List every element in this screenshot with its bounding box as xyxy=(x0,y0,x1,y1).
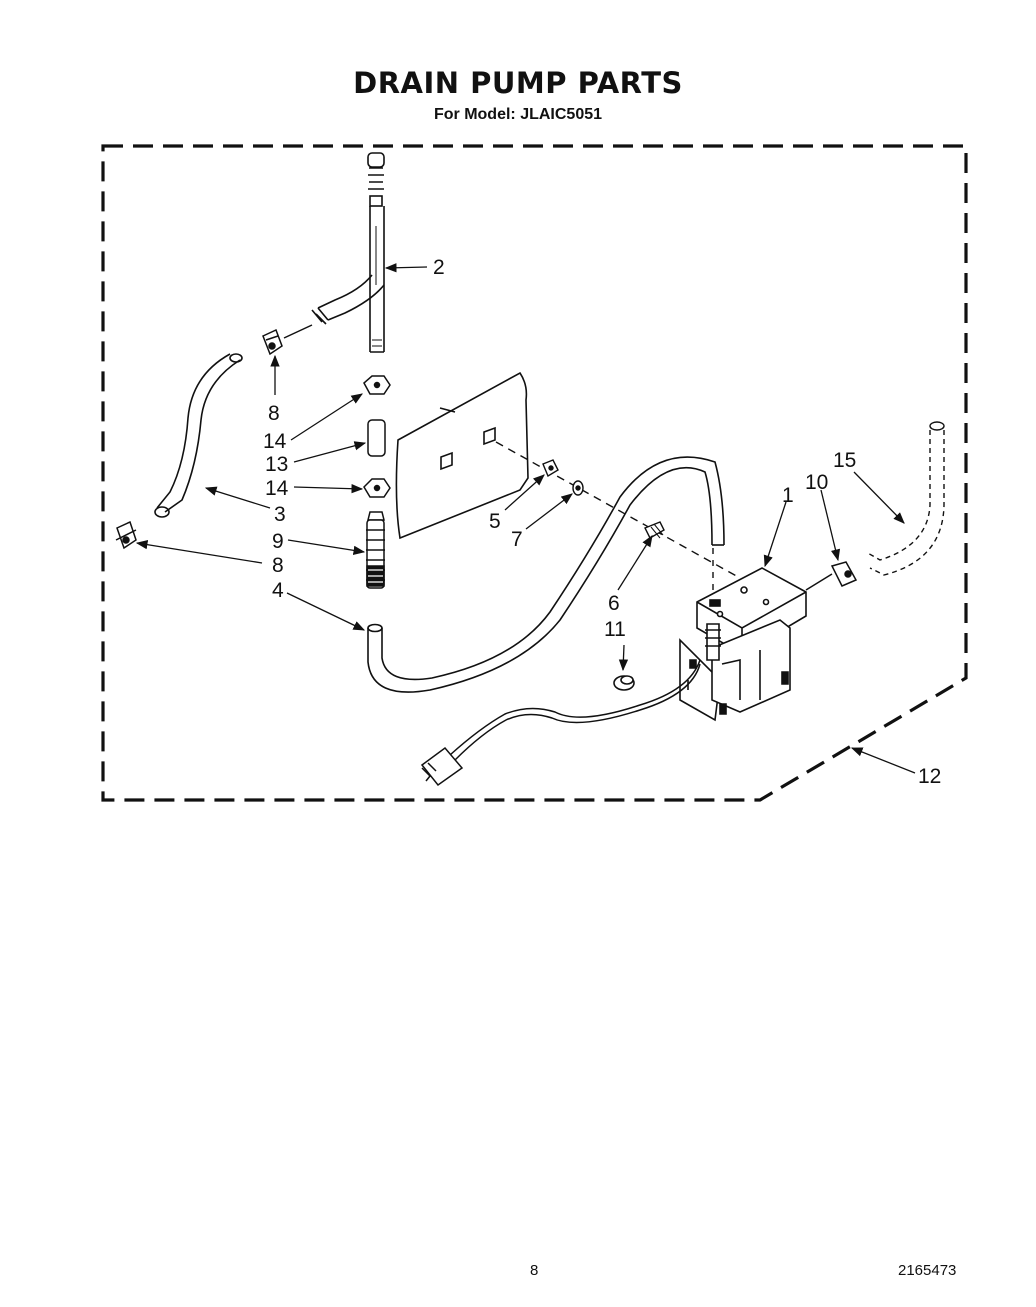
callout-4: 4 xyxy=(272,579,284,602)
power-cord-part xyxy=(420,659,701,787)
document-number: 2165473 xyxy=(898,1262,957,1279)
callout-14-upper: 14 xyxy=(263,430,287,453)
callout-3: 3 xyxy=(274,503,286,526)
external-drain-tube-part xyxy=(865,421,945,576)
long-drain-hose-part xyxy=(367,456,725,693)
drain-tube-part xyxy=(311,152,385,353)
callout-13: 13 xyxy=(265,453,288,476)
callout-9: 9 xyxy=(272,530,284,553)
callout-7: 7 xyxy=(511,528,523,551)
page-title: DRAIN PUMP PARTS xyxy=(353,66,683,100)
coupling-stack-parts xyxy=(363,375,391,589)
drain-pump-assembly-part xyxy=(679,567,807,722)
curved-hose-part xyxy=(154,353,243,518)
callout-2: 2 xyxy=(433,256,445,279)
mounting-panel-part xyxy=(395,371,529,540)
assembly-dashed-border xyxy=(101,144,968,802)
model-subtitle: For Model: JLAIC5051 xyxy=(433,106,603,123)
page-number: 8 xyxy=(530,1262,539,1279)
callout-8-upper: 8 xyxy=(268,402,280,425)
callout-1: 1 xyxy=(782,484,794,507)
callout-10: 10 xyxy=(805,471,828,494)
right-hose-clamp-part xyxy=(805,561,858,591)
callout-numbers: 2 8 14 13 14 3 9 8 4 5 7 6 11 1 10 15 12 xyxy=(263,256,941,788)
callout-15: 15 xyxy=(833,449,856,472)
callout-12: 12 xyxy=(918,765,941,788)
callout-8-lower: 8 xyxy=(272,554,284,577)
callout-14-lower: 14 xyxy=(265,477,289,500)
grommet-part xyxy=(613,675,635,691)
callout-11: 11 xyxy=(604,618,626,641)
callout-5: 5 xyxy=(489,510,501,533)
lower-hose-clamp-part xyxy=(115,520,137,550)
upper-hose-clamp-part xyxy=(262,324,313,356)
callout-leaders xyxy=(135,263,916,774)
callout-6: 6 xyxy=(608,592,620,615)
